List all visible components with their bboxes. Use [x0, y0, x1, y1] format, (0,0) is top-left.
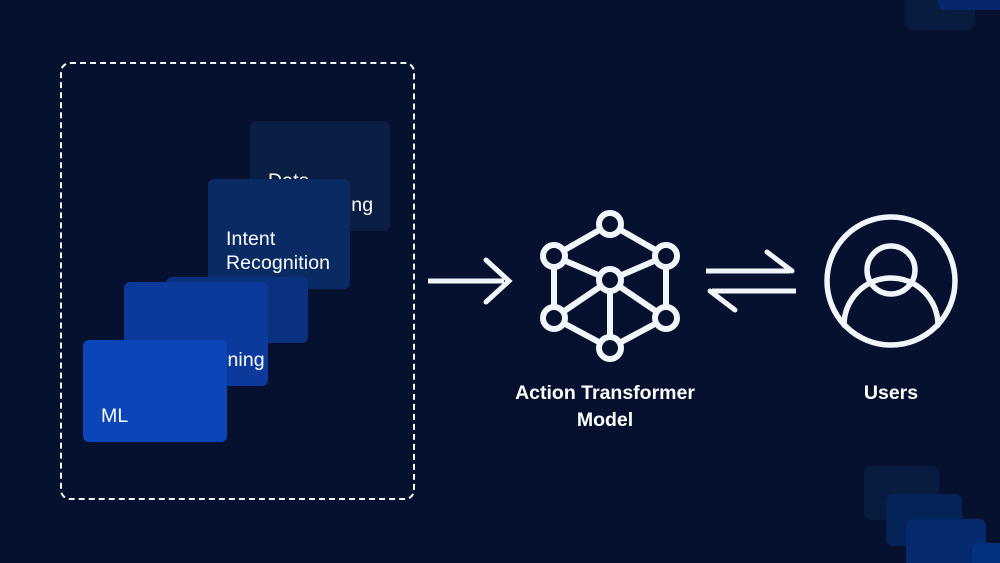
action-transformer-model-label: Action Transformer Model	[515, 382, 695, 431]
decorative-block	[972, 543, 1000, 563]
capability-card-intent-recognition: Intent Recognition	[208, 179, 350, 289]
capability-card-ml: ML	[83, 340, 227, 442]
decorative-block	[938, 0, 1000, 10]
capability-card-label: ML	[101, 405, 129, 427]
user-avatar-icon	[822, 212, 960, 350]
bidirectional-arrow-icon	[706, 249, 796, 313]
capability-stack-group	[60, 62, 415, 500]
users-label: Users	[863, 382, 919, 404]
capability-card-label: Intent Recognition	[226, 228, 331, 274]
network-cube-icon	[540, 208, 680, 364]
right-arrow-icon	[428, 257, 513, 305]
